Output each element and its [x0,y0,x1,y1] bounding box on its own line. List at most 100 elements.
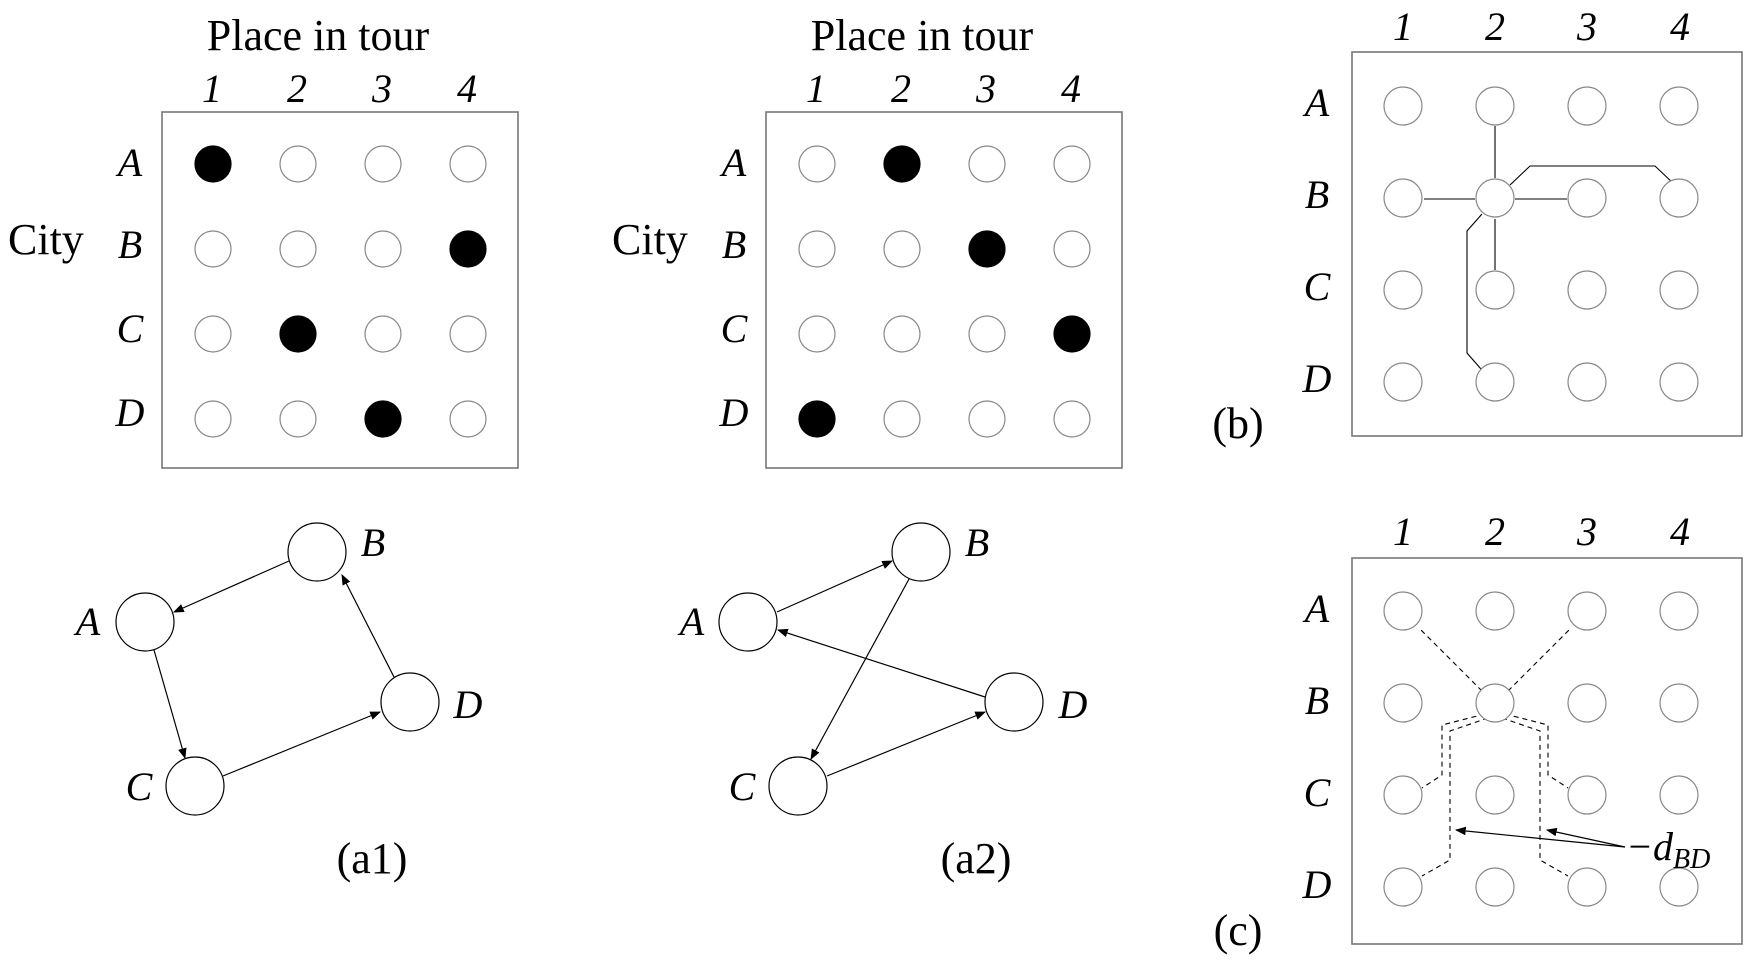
a1-col-label-2: 2 [287,66,307,111]
a1-neuron-A3 [364,145,402,183]
a2-neuron-C3 [968,315,1006,353]
a1-caption: (a1) [337,834,408,883]
b-row-label-A: A [1302,80,1330,125]
a2-neuron-A3 [968,145,1006,183]
a2-row-label-B: B [722,222,746,267]
a2-neuron-C2 [883,315,921,353]
a1-col-label-1: 1 [202,66,222,111]
c-dashed-connections [1418,627,1572,877]
a1-neuron-C2-active [279,315,317,353]
a1-grid-frame [161,111,519,469]
a2-node-A [718,592,778,652]
b-grid-frame [1351,51,1743,437]
a1-neuron-A4 [449,145,487,183]
c-row-label-D: D [1302,862,1332,907]
a1-neuron-B3 [364,230,402,268]
c-row-label-A: A [1302,586,1330,631]
c-annotation-arrows [1454,826,1626,848]
a2-neuron-grid [798,145,1091,438]
a2-neuron-B1 [798,230,836,268]
panel-a2: Place in tour 1 2 3 4 City A B C D A B C… [612,11,1123,883]
a2-neuron-B2 [883,230,921,268]
a1-neuron-C4 [449,315,487,353]
a1-node-label-D: D [453,682,483,727]
a1-node-label-C: C [126,764,154,809]
a1-col-label-3: 3 [371,66,392,111]
b-neuron-A2 [1475,86,1515,126]
c-neuron-A3 [1567,591,1607,631]
a1-row-label-A: A [115,140,143,185]
a1-edge-D-B [341,574,395,678]
c-neuron-C3 [1567,775,1607,815]
b-neuron-C2 [1475,270,1515,310]
a1-row-label-D: D [115,390,145,435]
a1-tour-graph [115,522,440,816]
c-arrow-right [1545,827,1626,848]
b-neuron-D2 [1475,362,1515,402]
c-neuron-D4 [1659,867,1699,907]
panel-b: 1 2 3 4 A B C D (b) [1212,4,1743,448]
a2-row-label-D: D [719,390,749,435]
a2-node-D [984,672,1044,732]
a2-col-label-3: 3 [975,66,996,111]
a1-col-label-4: 4 [457,66,477,111]
a1-node-A [115,592,175,652]
a2-neuron-C1 [798,315,836,353]
c-conn-left-outer [1421,713,1486,789]
b-neuron-C1 [1383,270,1423,310]
a1-neuron-B2 [279,230,317,268]
a1-edge-C-D [222,711,382,777]
c-annotation-label: −dBD [1626,824,1710,875]
b-neuron-grid [1383,86,1699,402]
c-neuron-A2 [1475,591,1515,631]
a2-caption: (a2) [941,834,1012,883]
a1-neuron-C3 [364,315,402,353]
b-neuron-D1 [1383,362,1423,402]
b-conn-to-B4 [1509,165,1675,186]
a2-node-label-B: B [965,520,989,565]
a2-neuron-A4 [1053,145,1091,183]
a1-edge-B-A [173,560,290,613]
a2-col-label-2: 2 [891,66,911,111]
a1-row-label-C: C [117,306,145,351]
b-neuron-C3 [1567,270,1607,310]
c-neuron-D1 [1383,867,1423,907]
c-arrow-left [1454,826,1626,848]
c-conn-to-A1 [1418,627,1483,692]
a1-node-B [287,522,347,582]
c-neuron-B3 [1567,683,1607,723]
c-col-label-2: 2 [1485,509,1505,554]
a2-node-label-C: C [729,764,757,809]
a1-row-label-B: B [118,222,142,267]
c-conn-right-outer [1504,713,1569,789]
a1-neuron-B1 [194,230,232,268]
a2-neuron-A1 [798,145,836,183]
a2-neuron-D1-active [798,400,836,438]
a1-node-D [380,672,440,732]
c-neuron-D3 [1567,867,1607,907]
a2-node-label-D: D [1058,682,1088,727]
a1-node-C [165,756,225,816]
a1-neuron-A2 [279,145,317,183]
a1-neuron-B4-active [449,230,487,268]
c-conn-left-inner [1421,717,1489,877]
a2-node-C [768,756,828,816]
a1-neuron-grid [194,145,487,438]
panel-a1: Place in tour 1 2 3 4 City A B C D A B C… [8,11,519,883]
c-neuron-C4 [1659,775,1699,815]
b-neuron-D4 [1659,362,1699,402]
panel-c: 1 2 3 4 A B C D −dBD (c) [1214,509,1743,955]
a2-header: Place in tour [811,11,1034,60]
b-col-label-2: 2 [1485,4,1505,49]
a1-side-label: City [8,215,84,264]
a2-col-label-1: 1 [806,66,826,111]
b-row-label-D: D [1302,356,1332,401]
c-neuron-A4 [1659,591,1699,631]
c-neuron-A1 [1383,591,1423,631]
a1-edge-A-C [153,649,187,760]
c-neuron-B1 [1383,683,1423,723]
c-annotation-sub: BD [1673,844,1710,875]
a2-neuron-A2-active [883,145,921,183]
b-neuron-C4 [1659,270,1699,310]
